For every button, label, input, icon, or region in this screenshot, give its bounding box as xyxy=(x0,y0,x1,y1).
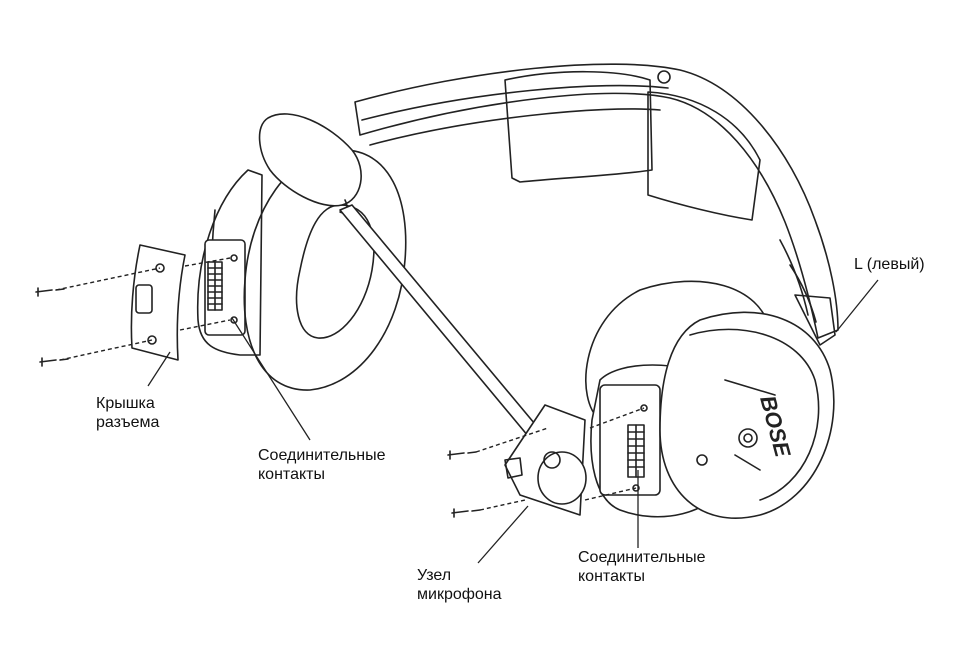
cover-screws xyxy=(35,257,231,367)
left-connector-pins xyxy=(207,261,223,311)
microphone xyxy=(258,113,587,516)
connector-cover-label: Крышка разъема xyxy=(96,395,160,431)
left-contacts-label: Соединительные контакты xyxy=(258,447,386,483)
right-connector-pins xyxy=(627,424,645,478)
left-earcup xyxy=(196,149,407,391)
right-earcup: BOSE xyxy=(585,280,836,519)
mic-screws xyxy=(447,407,645,518)
leader-lines xyxy=(147,279,879,564)
right-contacts-label: Соединительные контакты xyxy=(578,549,706,585)
left-side-label: L (левый) xyxy=(854,256,925,273)
connector-cover xyxy=(130,244,186,361)
mic-assembly-label: Узел микрофона xyxy=(417,567,502,603)
